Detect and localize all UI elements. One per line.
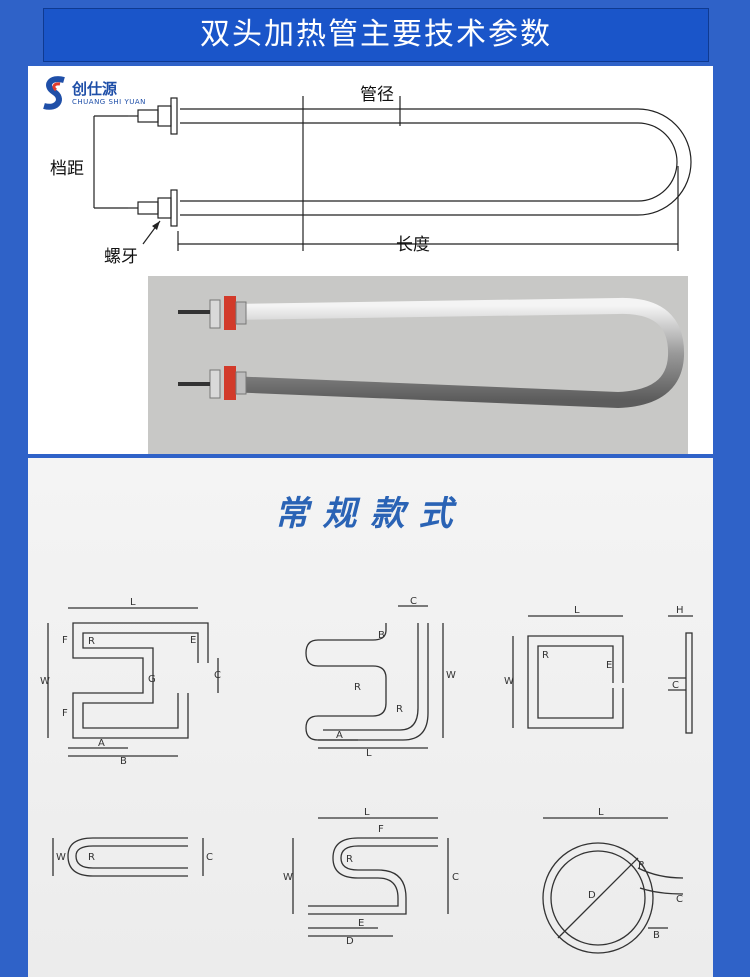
s5-label-r: R <box>346 854 353 865</box>
s1-label-f: F <box>62 635 68 646</box>
s2-label-r: R <box>354 682 361 693</box>
s4-label-r: R <box>88 852 95 863</box>
standard-styles-panel: 常规款式 <box>28 458 713 977</box>
brand-logo: 创仕源 CHUANG SHI YUAN <box>40 74 160 118</box>
s1-label-e: E <box>190 635 196 646</box>
style-2-drawing <box>305 605 444 749</box>
label-length: 长度 <box>396 235 430 255</box>
s1-label-l: L <box>130 597 136 608</box>
style-3-drawing <box>512 615 693 734</box>
s5-label-d: D <box>346 936 354 947</box>
s2-label-a: A <box>336 730 343 741</box>
page-title-bar: 双头加热管主要技术参数 <box>43 8 709 62</box>
label-tube-diameter: 管径 <box>360 85 394 105</box>
s2-label-b: B <box>378 630 385 641</box>
s2-label-w: W <box>446 670 456 681</box>
product-photo <box>148 276 688 454</box>
s3-label-l: L <box>574 605 580 616</box>
s1-label-w: W <box>40 676 50 687</box>
logo-name: 创仕源 <box>72 80 118 98</box>
s1-label-r: R <box>88 636 95 647</box>
section-title: 常规款式 <box>274 494 467 534</box>
dimension-letters: L F R W E G F C A B C B R W R A L L H R … <box>40 596 684 947</box>
style-4-drawing <box>52 837 204 877</box>
s3-label-e: E <box>606 660 612 671</box>
s1-label-b: B <box>120 756 127 767</box>
technical-diagram-panel: 创仕源 CHUANG SHI YUAN <box>28 66 713 454</box>
s2-label-l: L <box>366 748 372 759</box>
s4-label-w: W <box>56 852 66 863</box>
s5-label-l: L <box>364 807 370 818</box>
s5-label-f: F <box>378 824 384 835</box>
s6-label-d: D <box>588 890 596 901</box>
s1-label-f2: F <box>62 708 68 719</box>
s1-label-a: A <box>98 738 105 749</box>
logo-subtitle: CHUANG SHI YUAN <box>72 98 146 106</box>
style-1-drawing <box>47 607 219 757</box>
style-6-drawing <box>542 817 684 954</box>
s3-label-r: R <box>542 650 549 661</box>
s1-label-g: G <box>148 674 156 685</box>
heater-tube-photo <box>178 296 685 409</box>
s6-label-b: B <box>653 930 660 941</box>
s2-label-c: C <box>410 596 417 607</box>
s5-label-w: W <box>283 872 293 883</box>
u-tube-drawing <box>93 96 692 251</box>
s2-label-r2: R <box>396 704 403 715</box>
s6-label-r: R <box>638 860 645 871</box>
s4-label-c: C <box>206 852 213 863</box>
s3-label-c: C <box>672 680 679 691</box>
label-spacing: 档距 <box>50 159 84 179</box>
s5-label-c: C <box>452 872 459 883</box>
s5-label-e: E <box>358 918 364 929</box>
label-thread: 螺牙 <box>104 247 138 267</box>
s6-label-c: C <box>676 894 683 905</box>
style-5-drawing <box>292 817 449 937</box>
s3-label-w: W <box>504 676 514 687</box>
logo-s-icon <box>43 76 65 110</box>
s1-label-c: C <box>214 670 221 681</box>
styles-drawings: L F R W E G F C A B C B R W R A L L H R … <box>40 596 693 954</box>
s6-label-l: L <box>598 807 604 818</box>
page-title: 双头加热管主要技术参数 <box>200 17 552 52</box>
s3-label-h: H <box>676 605 684 616</box>
